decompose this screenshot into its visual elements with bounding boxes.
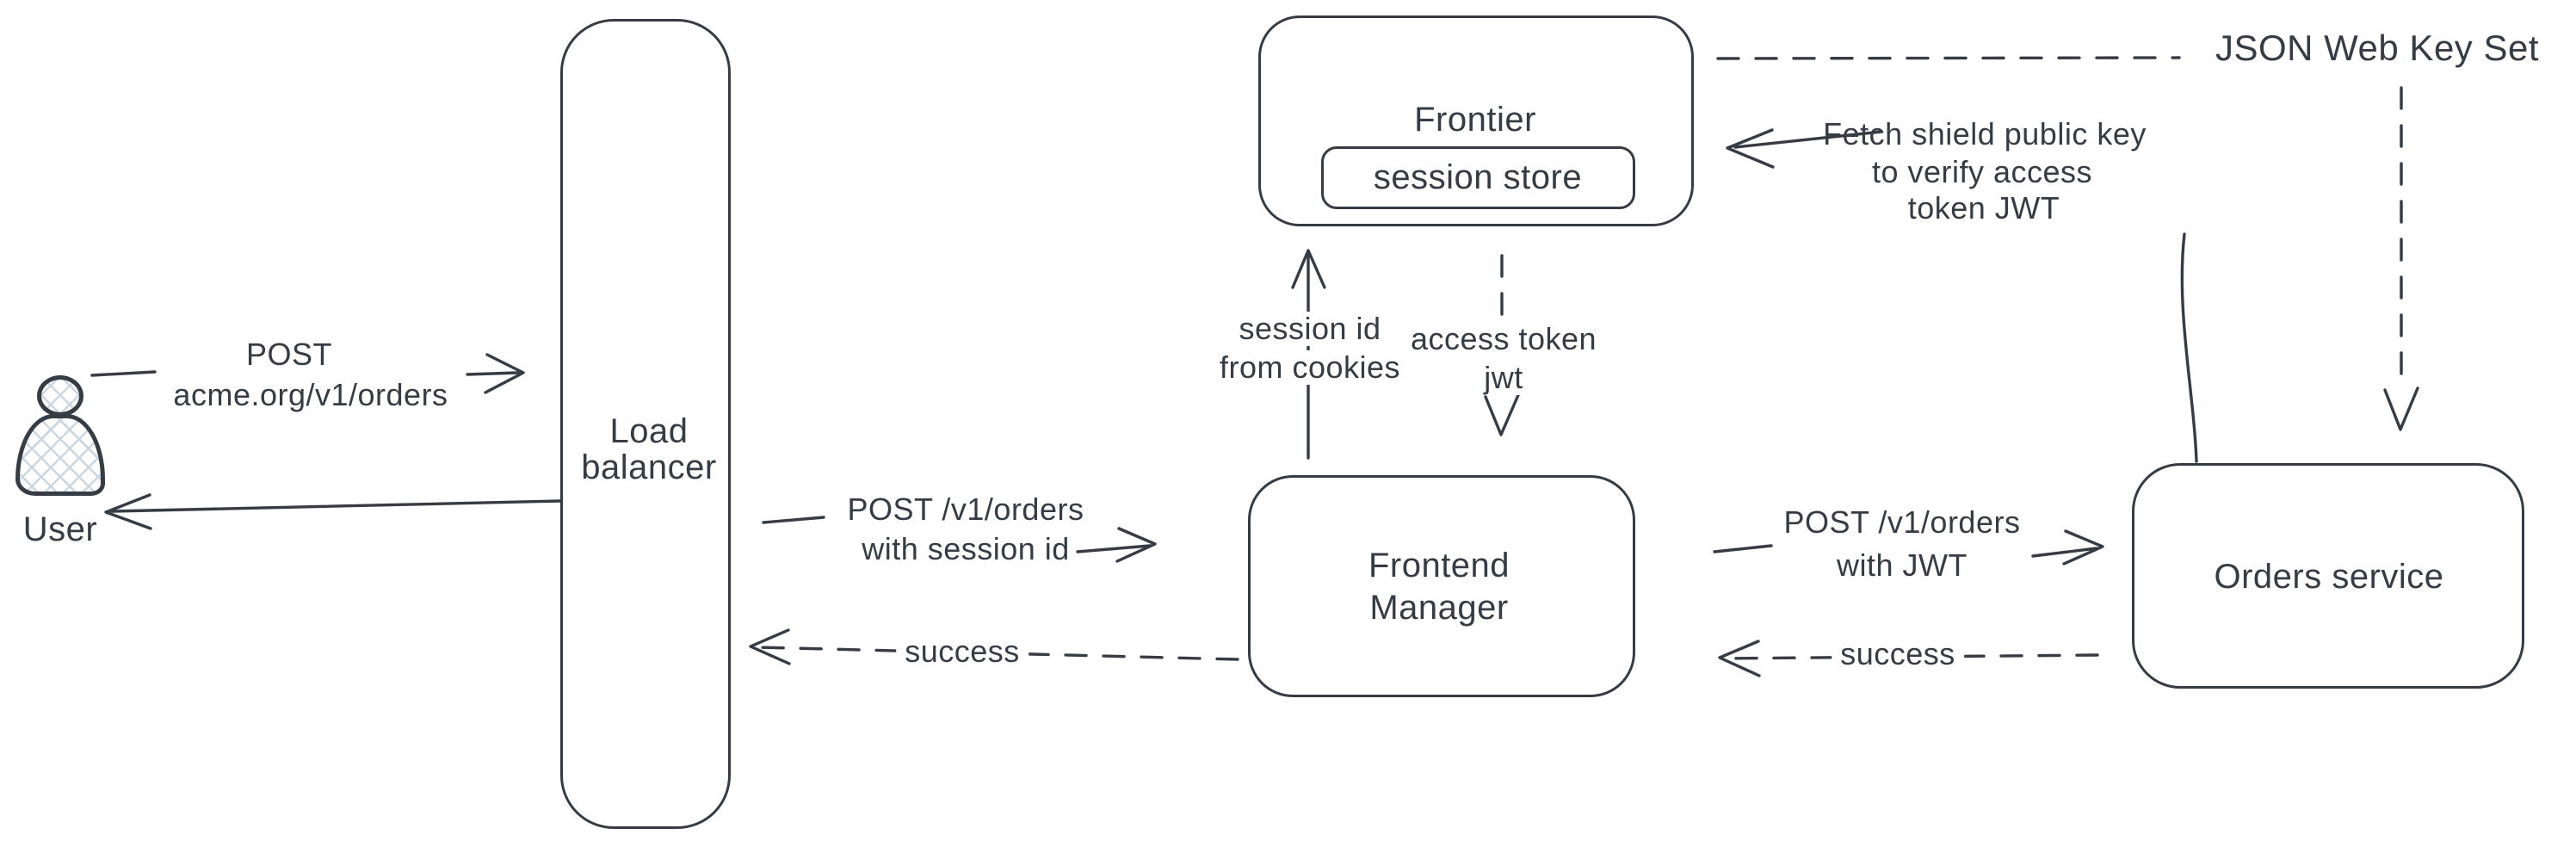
frontend-manager-box (1248, 475, 1635, 697)
edge-label-post-session-line1: POST /v1/orders (847, 492, 1084, 527)
arrow-user-to-lb-shaft (466, 371, 520, 376)
edge-label-session-id-line1: session id (1230, 312, 1390, 346)
arrow-orders-to-frontier-head (1726, 128, 1775, 169)
edge-label-session-id-line2: from cookies (1210, 350, 1410, 385)
edge-label-success-right: success (1832, 637, 1964, 671)
arrow-lb-to-fm-start (762, 516, 825, 524)
arrow-fm-to-frontier-head (1291, 249, 1326, 289)
arrow-lb-to-user-shaft (110, 499, 562, 513)
arrow-fm-to-orders-start (1713, 544, 1773, 553)
session-store-label: session store (1373, 158, 1583, 196)
arrow-user-to-lb-head (484, 353, 525, 394)
arrow-fm-to-orders-shaft (2031, 547, 2098, 558)
edge-label-fetch-key-line1: Fetch shield public key (1823, 116, 2147, 151)
arrow-lb-to-fm-shaft (1076, 544, 1152, 553)
user-label: User (22, 510, 98, 548)
frontier-label: Frontier (1414, 101, 1536, 139)
arrow-fm-to-orders-head (2062, 529, 2104, 566)
orders-service-label: Orders service (2214, 558, 2444, 596)
edge-label-fetch-key-line3: token JWT (1907, 190, 2060, 226)
arrow-orders-to-frontier-curve (2180, 232, 2198, 463)
arrow-lb-to-user-head (104, 493, 152, 530)
edge-label-post-jwt-line2: with JWT (1837, 547, 1968, 583)
frontend-manager-label-line2: Manager (1369, 589, 1509, 627)
user-body-icon (15, 414, 105, 496)
edge-label-fetch-key-line2: to verify access (1871, 154, 2093, 189)
line-frontier-to-jwks (1716, 56, 2181, 60)
load-balancer-box (560, 19, 731, 829)
arrow-lb-to-fm-head (1115, 527, 1157, 563)
arrow-orders-to-frontier-shaft (1733, 130, 1883, 149)
frontend-manager-label-line1: Frontend (1368, 547, 1510, 584)
arrow-frontier-to-fm-head (1484, 393, 1520, 436)
edge-label-post-jwt-line1: POST /v1/orders (1783, 504, 2021, 540)
load-balancer-label-line2: balancer (581, 448, 717, 486)
user-head-icon (37, 375, 83, 417)
arrow-fm-to-lb-success-head (749, 628, 791, 665)
edge-label-access-token-line2: jwt (1475, 361, 1532, 395)
load-balancer-label-line1: Load (609, 412, 689, 450)
edge-label-post-session-line2: with session id (862, 531, 1070, 566)
edge-label-success-left: success (896, 634, 1029, 669)
edge-label-access-token-line1: access token (1401, 322, 1606, 356)
edge-label-post-acme-line1: POST (245, 337, 333, 372)
edge-label-post-acme-line2: acme.org/v1/orders (173, 377, 448, 412)
session-store-box (1321, 146, 1635, 209)
arrow-jwks-to-orders-head (2383, 386, 2419, 431)
orders-service-box (2132, 463, 2524, 689)
arrow-orders-to-fm-success-head (1718, 640, 1761, 677)
jwks-label: JSON Web Key Set (2215, 28, 2540, 68)
arrow-user-to-lb-start (90, 370, 157, 377)
